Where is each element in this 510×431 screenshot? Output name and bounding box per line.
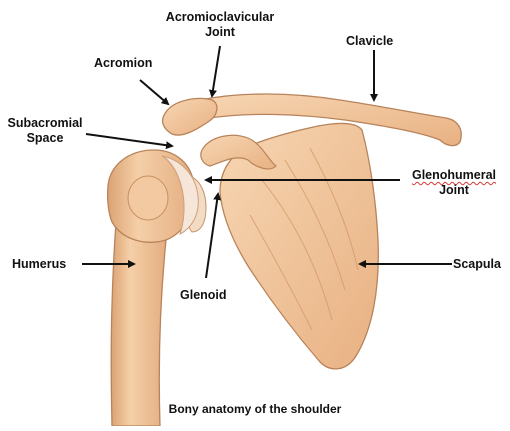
label-glenoid: Glenoid [180,288,227,303]
label-scapula: Scapula [453,257,501,272]
label-acromion: Acromion [94,56,152,71]
label-subacromial-line2: Space [2,131,88,146]
label-subacromial-space: Subacromial Space [2,116,88,146]
arrow-glenoid [206,194,218,278]
label-clavicle: Clavicle [346,34,393,49]
arrow-acromion [140,80,168,104]
label-glenohumeral-joint: Glenohumeral Joint [402,168,506,198]
label-glenohumeral-line2: Joint [402,183,506,198]
arrow-subacromial [86,134,172,146]
greater-tubercle [128,176,168,220]
diagram-caption: Bony anatomy of the shoulder [0,402,510,416]
label-humerus: Humerus [12,257,66,272]
scapula-bone [220,123,378,369]
label-glenohumeral-line1: Glenohumeral [402,168,506,183]
humerus-shaft [111,214,166,426]
label-subacromial-line1: Subacromial [2,116,88,131]
label-acromioclavicular-line2: Joint [160,25,280,40]
label-acromioclavicular-joint: Acromioclavicular Joint [160,10,280,40]
acromion-bone [163,99,217,136]
label-acromioclavicular-line1: Acromioclavicular [160,10,280,25]
arrow-acromioclavicular [212,46,220,96]
